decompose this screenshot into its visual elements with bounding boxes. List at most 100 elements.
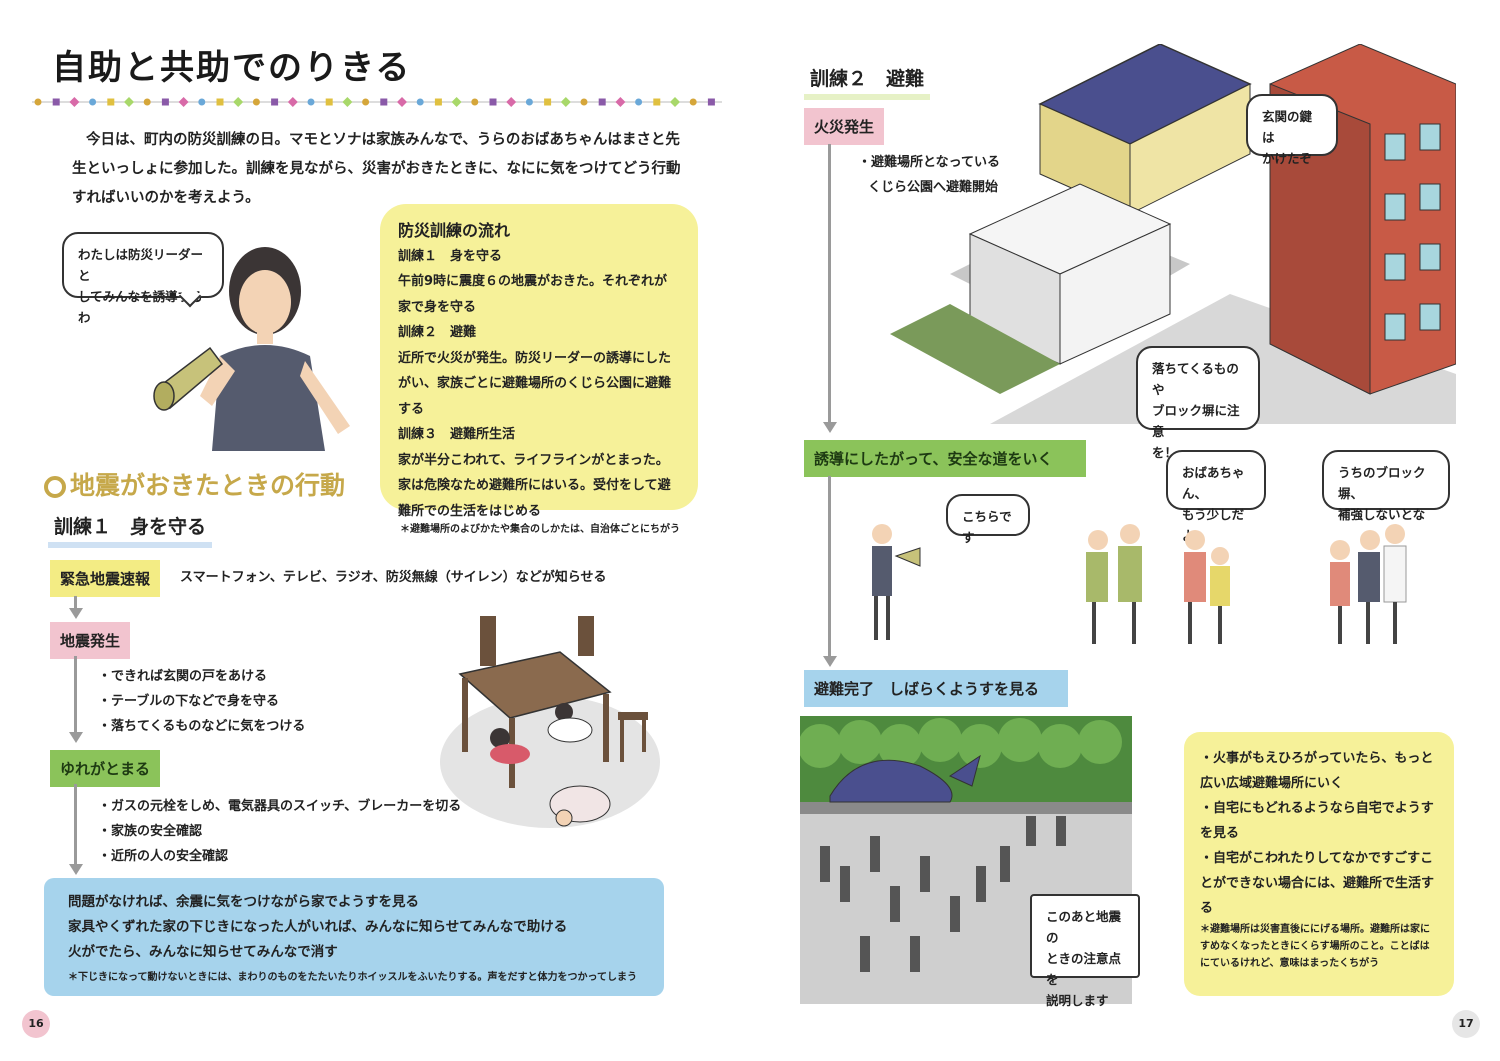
after-evacuation-box: ・火事がもえひろがっていたら、もっと広い広域避難場所にいく ・自宅にもどれるよう… [1184, 732, 1454, 996]
decorative-dot [397, 97, 407, 107]
decorative-dot [34, 98, 42, 106]
decorative-dot [707, 98, 715, 106]
box-line: ・自宅がこわれたりしてなかですごすことができない場合には、避難所で生活する [1200, 851, 1435, 916]
box-line: 火がでたら、みんなに知らせてみんなで消す [68, 944, 338, 960]
bubble-line: 補強しないとな [1338, 507, 1426, 522]
page-title: 自助と共助でのりきる [52, 48, 412, 88]
grandma-speech-bubble: おばあちゃん、 もう少しだよ [1166, 450, 1266, 543]
tag-shaking-stops: ゆれがとまる [50, 750, 161, 787]
bubble-line: かけたぞ [1262, 151, 1313, 166]
list-item: ・近所の人の安全確認 [98, 849, 229, 864]
after-quake-box: 問題がなければ、余震に気をつけながら家でようすを見る 家具やくずれた家の下じきに… [44, 878, 664, 996]
flow-line [74, 656, 77, 734]
bubble-line: おばあちゃん、 [1182, 465, 1245, 501]
training1-heading: 訓練１ 身を守る [48, 512, 213, 548]
bubble-line: うちのブロック塀、 [1338, 465, 1426, 501]
list-item: ・ガスの元栓をしめ、電気器具のスイッチ、ブレーカーを切る [98, 799, 462, 814]
list-item: くじら公園へ避難開始 [868, 180, 999, 195]
bubble-line: 説明します [1046, 993, 1109, 1008]
decorative-dot [252, 98, 260, 106]
page-number-right: 17 [1452, 1010, 1480, 1038]
tag-fire: 火災発生 [804, 108, 885, 145]
decorative-dot [451, 97, 462, 107]
list-item: ・テーブルの下などで身を守る [98, 694, 279, 709]
decorative-dot [670, 97, 680, 107]
decorative-dot [580, 98, 588, 106]
decorative-dot [471, 98, 479, 106]
box-line: 家具やくずれた家の下じきになった人がいれば、みんなに知らせてみんなで助ける [68, 919, 568, 935]
page-number-left: 16 [22, 1010, 50, 1038]
decorative-dot [380, 98, 388, 106]
section-heading-text: 地震がおきたときの行動 [70, 471, 346, 500]
flow-note: ＊避難場所のよびかたや集合のしかたは、自治体ごとにちがう [400, 524, 680, 535]
decorative-dot [615, 97, 626, 107]
table-shelter-illustration [440, 616, 660, 828]
tag-emergency-alert: 緊急地震速報 [50, 560, 161, 597]
decorative-dot [89, 98, 97, 106]
decorative-dot [307, 98, 315, 106]
block-wall-speech-bubble: 落ちてくるものや ブロック塀に注意 を！ [1136, 346, 1260, 460]
list-item: ・家族の安全確認 [98, 824, 203, 839]
box-line: 問題がなければ、余震に気をつけながら家でようすを見る [68, 894, 419, 910]
bubble-line: ブロック塀に注意 [1152, 403, 1240, 439]
flow-item-head: 訓練１ 身を守る [398, 248, 503, 264]
decorative-dot [287, 97, 298, 107]
decorative-dot [544, 98, 552, 106]
decorative-dot [216, 98, 224, 106]
leader-speech-bubble: わたしは防災リーダーと してみんなを誘導するわ [62, 232, 224, 325]
bubble-line: 玄関の鍵は [1262, 109, 1313, 145]
decorative-dot [69, 97, 80, 107]
park-whale-illustration [800, 716, 1132, 1004]
training2-heading: 訓練２ 避難 [804, 64, 931, 100]
flow-line [828, 144, 831, 424]
wall-reinforce-speech-bubble: うちのブロック塀、 補強しないとな [1322, 450, 1450, 522]
decorative-dot [198, 98, 206, 106]
flow-line [828, 476, 831, 658]
flow-item-head: 訓練２ 避難 [398, 325, 477, 340]
decorative-dot [653, 98, 661, 106]
decorative-dot [489, 98, 497, 106]
decorative-dot [560, 97, 571, 107]
list-item: ・落ちてくるものなどに気をつける [98, 719, 306, 734]
decorative-dot [143, 98, 151, 106]
decorative-dot [271, 98, 279, 106]
house-illustration [890, 44, 1456, 424]
alert-description: スマートフォン、テレビ、ラジオ、防災無線（サイレン）などが知らせる [180, 570, 607, 585]
decorative-dot [52, 98, 60, 106]
flow-item-head: 訓練３ 避難所生活 [398, 427, 516, 442]
stop-actions: ・ガスの元栓をしめ、電気器具のスイッチ、ブレーカーを切る ・家族の安全確認 ・近… [98, 794, 461, 869]
list-item: ・避難場所となっている [858, 155, 1000, 170]
flow-item-body: 午前9時に震度６の地震がおきた。それぞれが家で身を守る [398, 274, 668, 315]
bubble-line: 落ちてくるものや [1152, 361, 1239, 397]
bubble-line: このあと地震の [1046, 909, 1122, 945]
flow-arrow-icon [823, 656, 837, 667]
flow-title: 防災訓練の流れ [398, 221, 511, 240]
decorative-dot [233, 97, 244, 107]
flow-arrow-icon [69, 732, 83, 743]
decorative-dot [325, 98, 333, 106]
here-speech-bubble: こちらです [946, 494, 1030, 545]
evacuees-illustration [872, 524, 1407, 644]
tag-follow-guidance: 誘導にしたがって、安全な道をいく [804, 440, 1086, 477]
decorative-dot [598, 98, 606, 106]
flow-arrow-icon [69, 864, 83, 875]
decorative-dot [434, 98, 442, 106]
decorative-dot-border [32, 97, 722, 107]
decorative-dot [124, 97, 134, 107]
decorative-dot [689, 98, 697, 106]
flow-arrow-icon [69, 608, 83, 619]
decorative-dot [362, 98, 370, 106]
flow-arrow-icon [823, 422, 837, 433]
bubble-line: してみんなを誘導するわ [78, 289, 203, 325]
decorative-dot [635, 98, 643, 106]
list-item: ・できれば玄関の戸をあける [98, 669, 268, 684]
decorative-dot [525, 98, 533, 106]
section-heading: 地震がおきたときの行動 [44, 466, 345, 502]
megaphone-illustration [153, 247, 350, 451]
flow-line [74, 784, 77, 866]
decorative-dot [107, 98, 115, 106]
flow-item-body: 近所で火災が発生。防災リーダーの誘導にしたがい、家族ごとに避難場所のくじら公園に… [398, 350, 672, 417]
flow-line [74, 596, 77, 610]
tag-evacuation-complete: 避難完了 しばらくようすを見る [804, 670, 1068, 707]
training-flow-box: 防災訓練の流れ 訓練１ 身を守る 午前9時に震度６の地震がおきた。それぞれが家で… [380, 204, 698, 519]
